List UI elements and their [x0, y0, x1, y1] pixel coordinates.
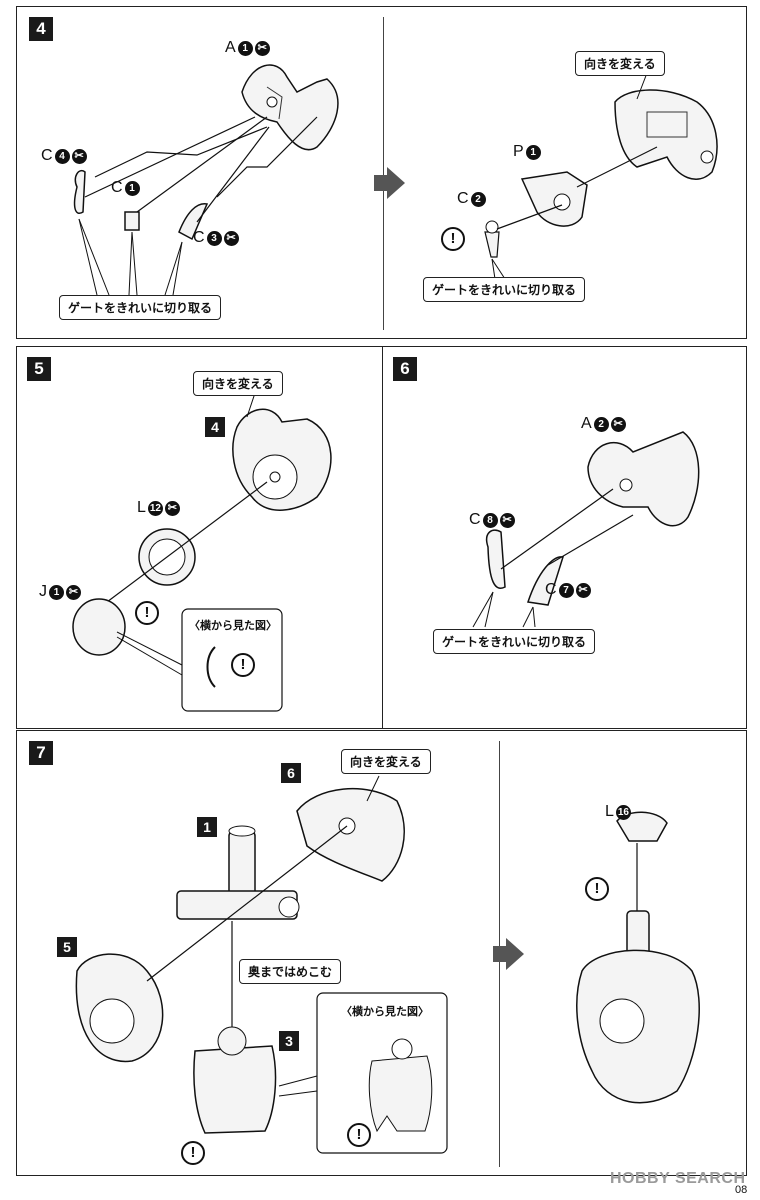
- part-letter: C: [41, 147, 53, 164]
- part-number: 8: [482, 512, 498, 528]
- step-6-illustration: [472, 431, 700, 628]
- part-letter: C: [469, 511, 481, 528]
- step-arrow-icon: [387, 167, 405, 199]
- nipper-icon: ✂: [254, 40, 270, 56]
- part-letter: A: [225, 39, 236, 56]
- press-in-note: 奥まではめこむ: [239, 959, 342, 984]
- part-letter: A: [581, 415, 592, 432]
- page-number: 08: [735, 1184, 748, 1196]
- step-ref-3: 3: [279, 1031, 299, 1051]
- nipper-icon: ✂: [66, 584, 81, 600]
- step-ref-4: 4: [205, 417, 225, 437]
- turn-around-note: 向きを変える: [341, 749, 431, 774]
- step-4-label-a1: A 1 ✂: [225, 39, 270, 57]
- caution-icon: !: [135, 601, 159, 625]
- part-number: 3: [206, 230, 222, 246]
- step-5-label-l12: L 12 ✂: [137, 499, 180, 517]
- part-letter: L: [605, 803, 614, 820]
- nipper-icon: ✂: [499, 512, 515, 528]
- part-number: 16: [615, 804, 631, 820]
- step-4-label-c2: C 2: [457, 190, 486, 208]
- part-letter: J: [39, 583, 47, 600]
- step-4-panel: 4: [16, 6, 747, 339]
- part-number: 1: [124, 180, 140, 196]
- part-number: 1: [237, 40, 253, 56]
- step-7-panel: 7 向きを変える 6 1 5 奥まではめこむ 3 〈横から見た図: [16, 730, 747, 1176]
- step-4-number: 4: [29, 17, 53, 41]
- step-7-label-l16: L 16: [605, 803, 631, 821]
- nipper-icon: ✂: [575, 582, 591, 598]
- step-ref-5: 5: [57, 937, 77, 957]
- turn-around-note: 向きを変える: [575, 51, 665, 76]
- part-letter: C: [457, 190, 469, 207]
- step-arrow-icon: [506, 938, 524, 970]
- part-number: 1: [49, 584, 64, 600]
- caution-icon: !: [231, 653, 255, 677]
- gate-cut-note: ゲートをきれいに切り取る: [433, 629, 596, 654]
- watermark: HOBBY SEARCH: [610, 1170, 746, 1187]
- nipper-icon: ✂: [610, 416, 626, 432]
- part-letter: C: [545, 581, 557, 598]
- gate-cut-note-right: ゲートをきれいに切り取る: [423, 277, 586, 302]
- caution-icon: !: [441, 227, 465, 251]
- step-5-panel: 5 向きを変える 4 L 12 ✂ J 1 ✂ ! 〈横から見た図〉 !: [16, 346, 383, 729]
- step-4-divider: [383, 17, 384, 330]
- nipper-icon: ✂: [223, 230, 239, 246]
- step-6-label-c7: C 7 ✂: [545, 581, 591, 599]
- caution-icon: !: [181, 1141, 205, 1165]
- part-letter: C: [111, 179, 123, 196]
- step-5-illustration: [72, 386, 332, 712]
- step-4-label-c3: C 3 ✂: [193, 229, 239, 247]
- nipper-icon: ✂: [164, 500, 180, 516]
- step-7-number: 7: [29, 741, 53, 765]
- part-number: 12: [147, 500, 163, 516]
- step-6-label-c8: C 8 ✂: [469, 511, 515, 529]
- step-5-label-j1: J 1 ✂: [39, 583, 81, 601]
- step-4-label-c1: C 1: [111, 179, 140, 197]
- step-4-label-p1: P 1: [513, 143, 541, 161]
- part-number: 4: [54, 148, 70, 164]
- side-view-title: 〈横から見た図〉: [341, 1006, 429, 1018]
- part-number: 2: [470, 191, 486, 207]
- gate-cut-note-left: ゲートをきれいに切り取る: [59, 295, 222, 320]
- step-6-label-a2: A 2 ✂: [581, 415, 626, 433]
- part-letter: L: [137, 499, 146, 516]
- step-7-illustration: [75, 775, 700, 1154]
- step-6-panel: 6 A 2 ✂ C 8 ✂ C 7 ✂ ゲートをきれいに切り取る: [382, 346, 747, 729]
- part-number: 2: [593, 416, 609, 432]
- part-number: 7: [558, 582, 574, 598]
- caution-icon: !: [347, 1123, 371, 1147]
- step-arrow-body: [493, 946, 507, 962]
- part-number: 1: [525, 144, 541, 160]
- turn-around-note: 向きを変える: [193, 371, 283, 396]
- step-4-illustration: [73, 64, 718, 296]
- step-ref-6: 6: [281, 763, 301, 783]
- step-5-number: 5: [27, 357, 51, 381]
- part-letter: C: [193, 229, 205, 246]
- step-6-number: 6: [393, 357, 417, 381]
- step-4-label-c4: C 4 ✂: [41, 147, 87, 165]
- step-ref-1: 1: [197, 817, 217, 837]
- nipper-icon: ✂: [71, 148, 87, 164]
- step-arrow-body: [374, 175, 388, 191]
- caution-icon: !: [585, 877, 609, 901]
- part-letter: P: [513, 143, 524, 160]
- side-view-title: 〈横から見た図〉: [189, 620, 277, 632]
